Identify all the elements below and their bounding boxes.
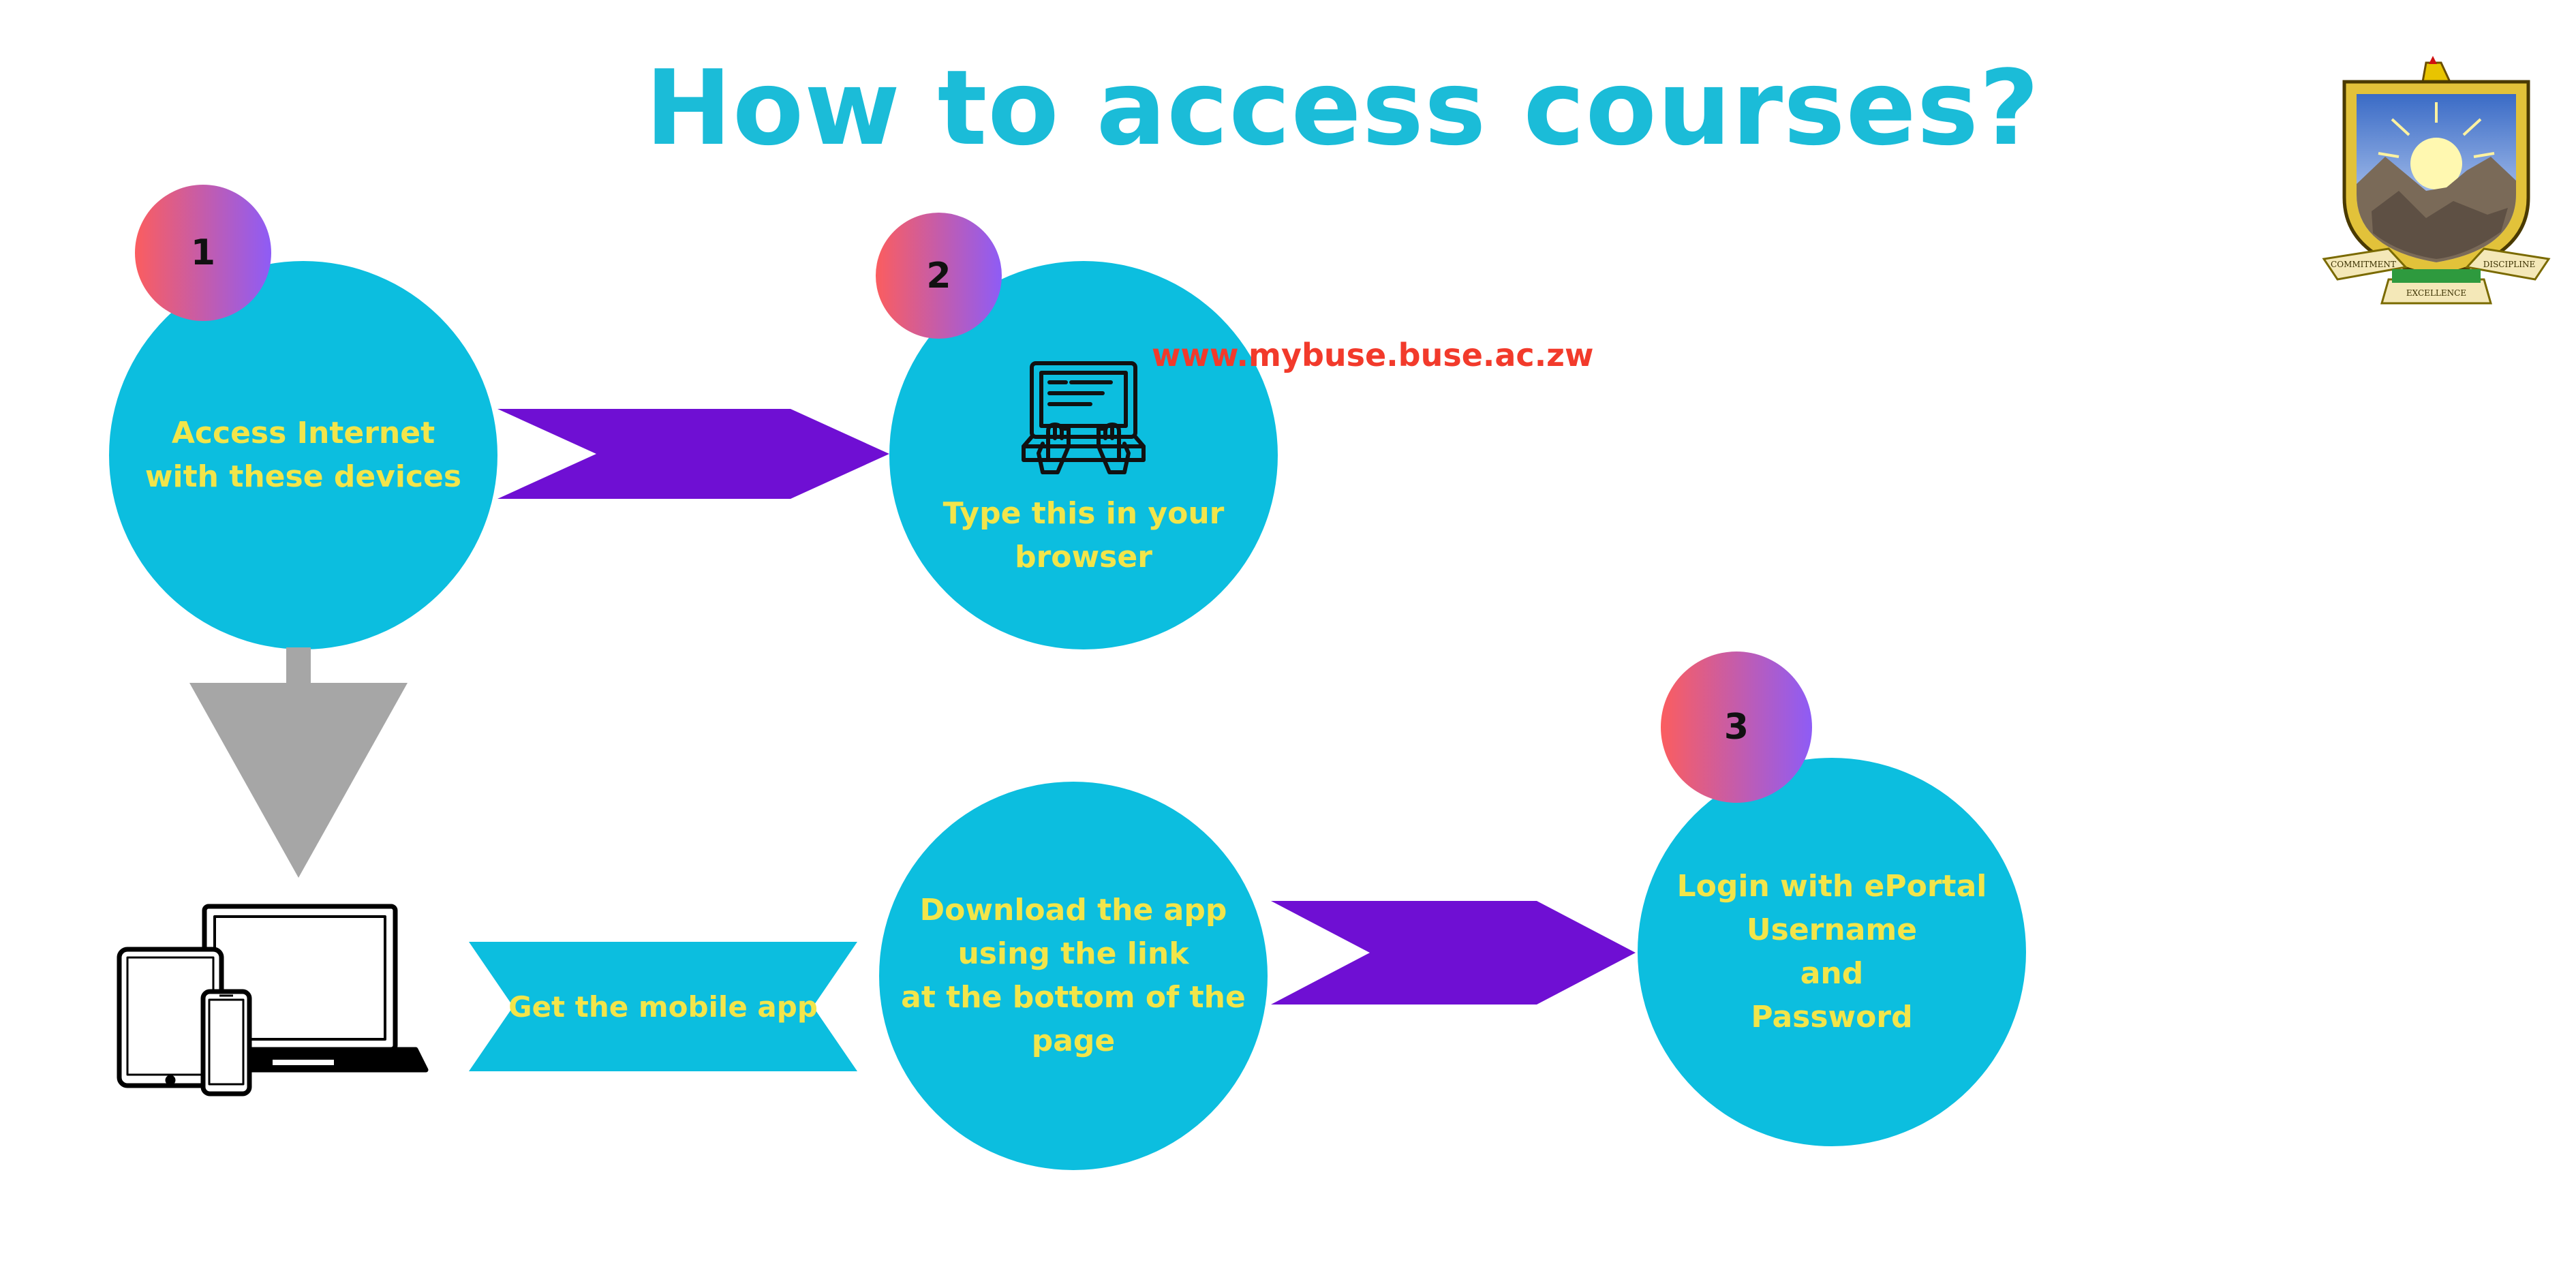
- crest-motto-left: COMMITMENT: [2331, 260, 2396, 269]
- devices-icon: [117, 904, 429, 1097]
- step-2-number: 2: [926, 255, 951, 296]
- download-app-circle: Download the app using the link at the b…: [879, 782, 1268, 1170]
- mobile-app-label: Get the mobile app: [508, 990, 818, 1024]
- step-1-number: 1: [190, 232, 216, 273]
- step-3-text: Login with ePortal Username and Password: [1676, 869, 1987, 1034]
- crest-motto-right: DISCIPLINE: [2483, 260, 2536, 269]
- step-3-circle: Login with ePortal Username and Password: [1638, 758, 2026, 1146]
- arrow-down-to-devices: [189, 647, 408, 878]
- download-app-text: Download the app using the link at the b…: [901, 893, 1246, 1058]
- step-3-badge: 3: [1661, 651, 1812, 803]
- laptop-typing-icon: [1022, 361, 1146, 474]
- step-1-circle: Access Internet with these devices: [109, 261, 497, 649]
- portal-url: www.mybuse.buse.ac.zw: [1152, 337, 1594, 373]
- step-1-text: Access Internet with these devices: [144, 416, 462, 494]
- university-crest-logo: COMMITMENT DISCIPLINE EXCELLENCE: [2322, 56, 2551, 305]
- step-2-badge: 2: [876, 213, 1002, 339]
- mobile-app-ribbon: [469, 942, 857, 1071]
- crest-motto-bottom: EXCELLENCE: [2406, 288, 2466, 298]
- page-title: How to access courses?: [645, 48, 2040, 168]
- arrow-step1-to-step2: [497, 409, 889, 499]
- step-3-number: 3: [1723, 707, 1749, 748]
- arrow-download-to-step3: [1271, 901, 1636, 1005]
- step-2-text: Type this in your browser: [942, 496, 1225, 574]
- step-1-badge: 1: [135, 185, 271, 321]
